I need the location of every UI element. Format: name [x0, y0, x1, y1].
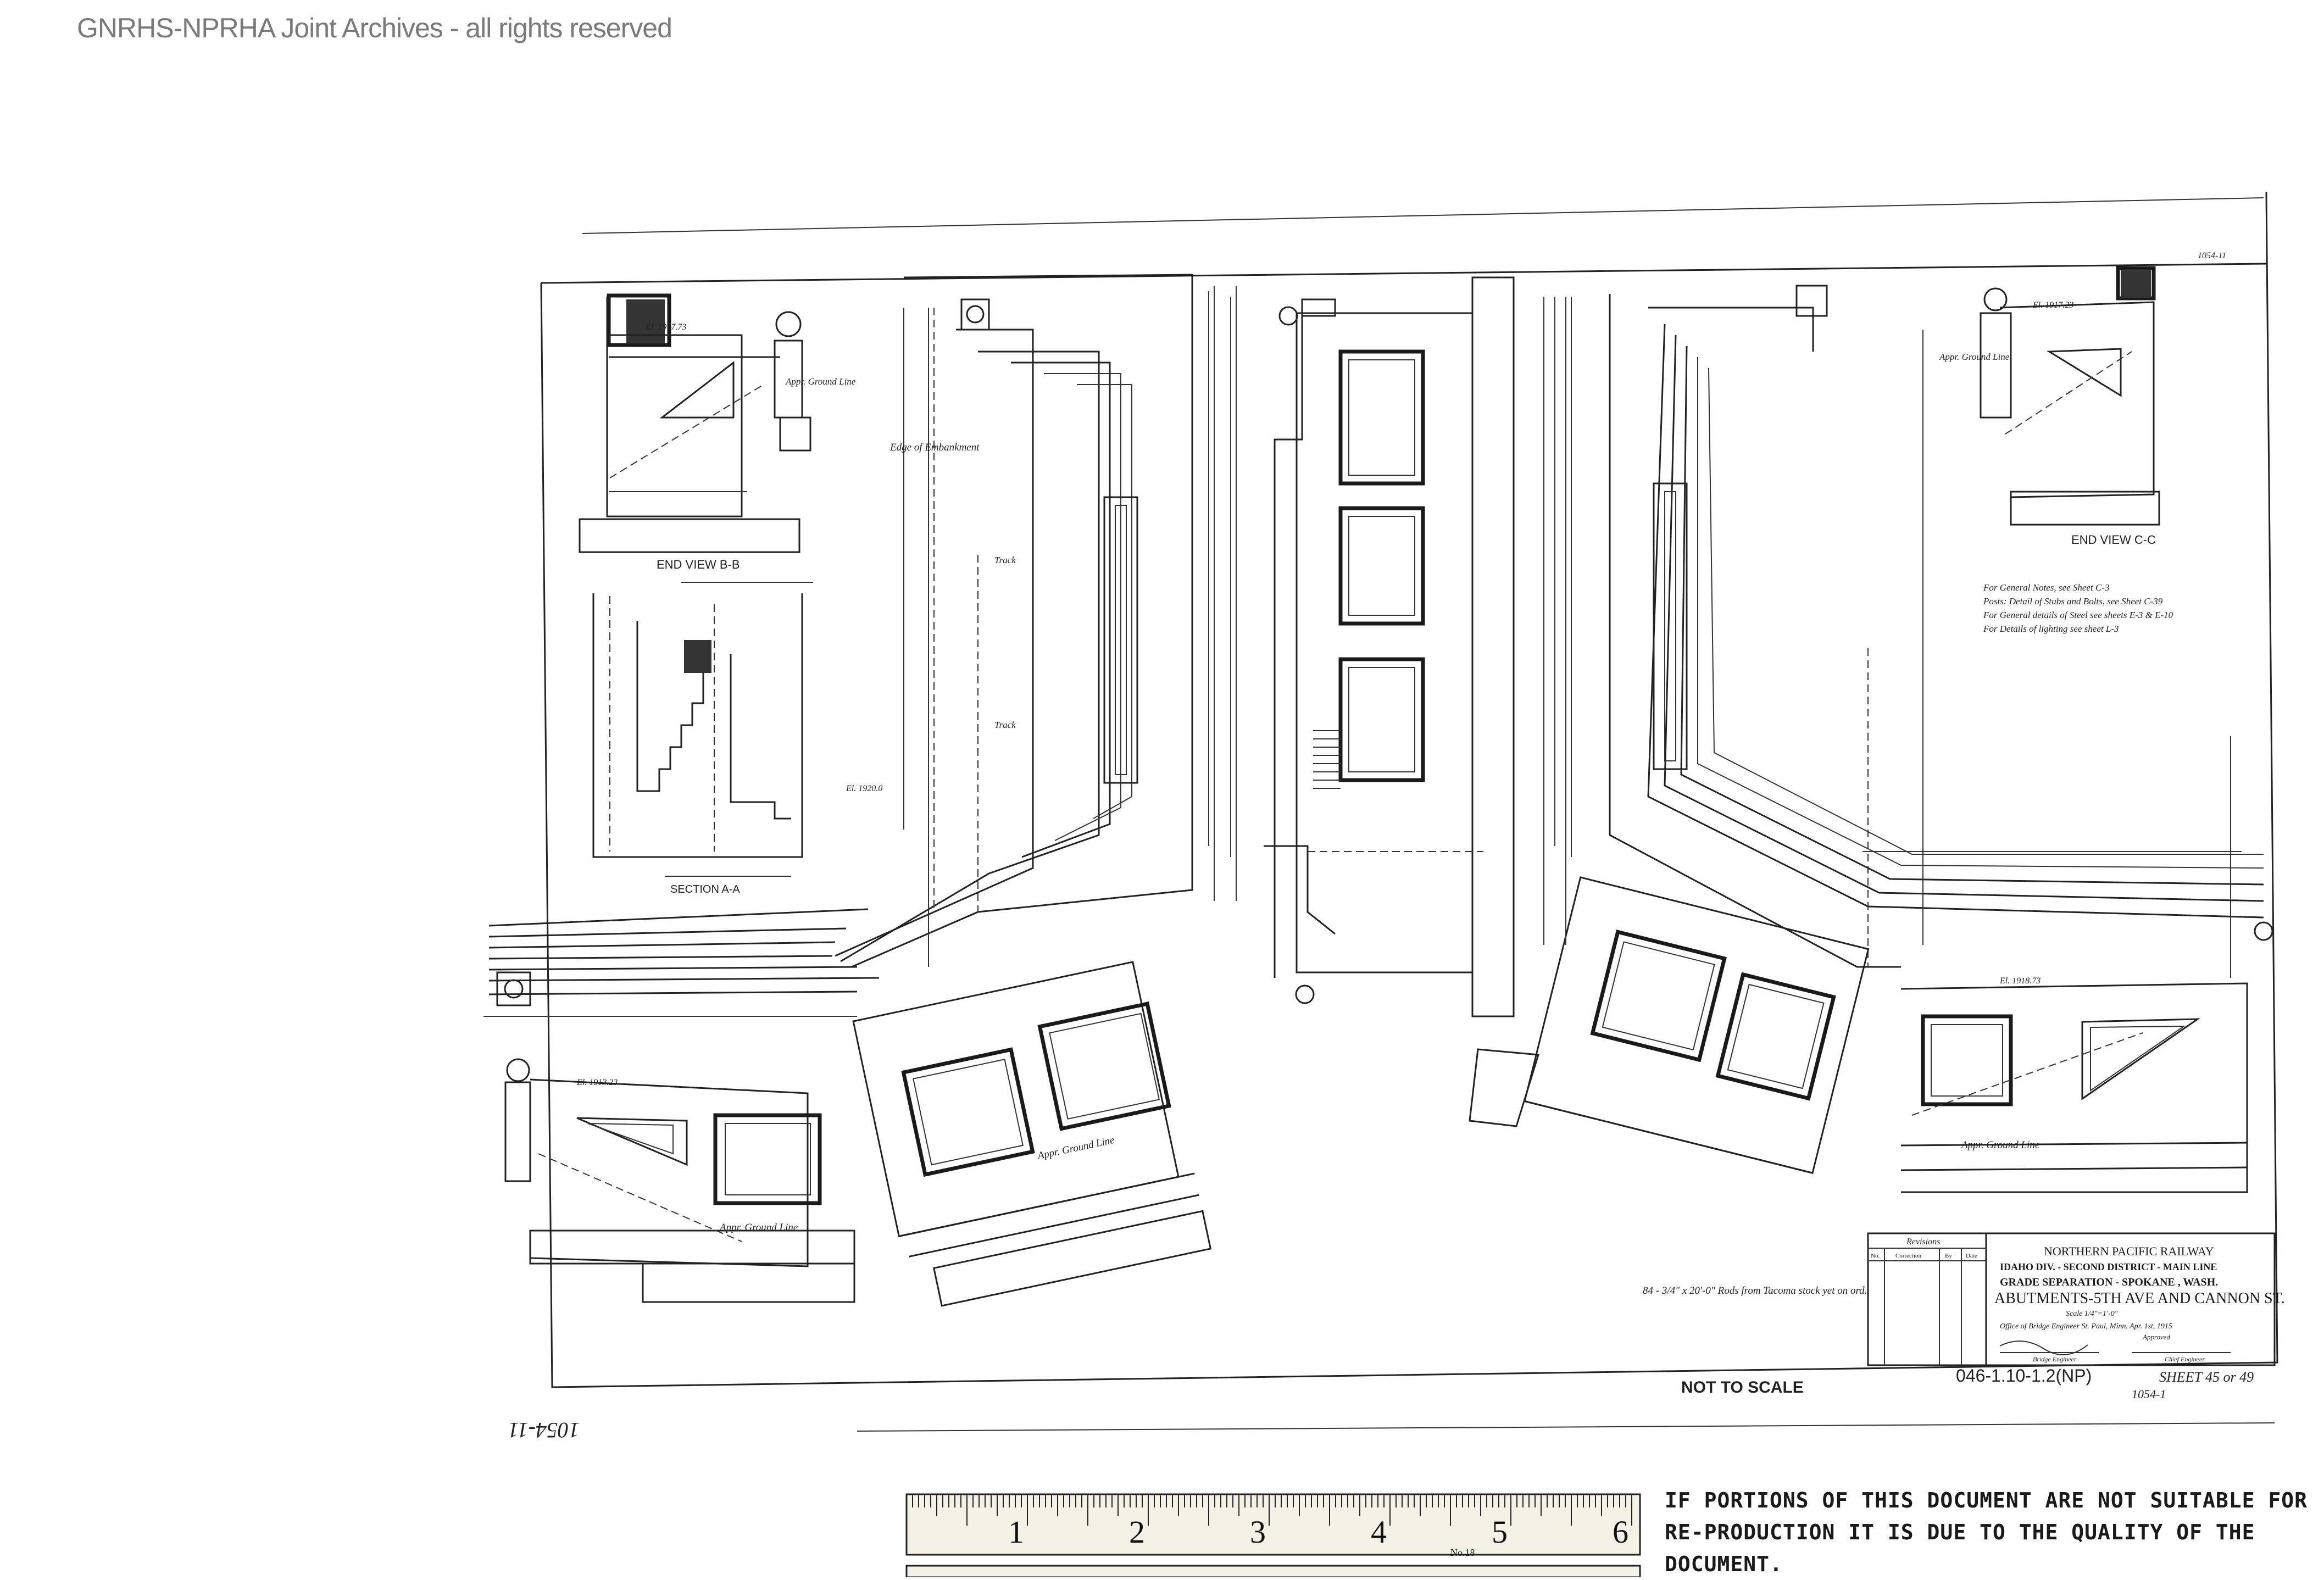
rods-note: 84 - 3/4" x 20'-0" Rods from Tacoma stoc… — [1643, 1285, 1867, 1297]
track-label-1: Track — [994, 555, 1016, 565]
elevation-label-5: El. 1918.73 — [1999, 976, 2041, 986]
note-line-1: For General Notes, see Sheet C-3 — [1983, 582, 2109, 593]
measuring-ruler: 1 2 3 4 5 6 No.18 — [905, 1493, 1641, 1577]
appr-ground-line-cc: Appr. Ground Line — [1939, 352, 2010, 362]
general-notes: For General Notes, see Sheet C-3 Posts: … — [1983, 582, 2173, 634]
appr-ground-line-mid: Appr. Ground Line — [1036, 1134, 1116, 1162]
end-view-cc-label: END VIEW C-C — [2071, 533, 2156, 547]
dimension-lines — [681, 286, 2242, 978]
ruler-num-1: 1 — [1008, 1514, 1024, 1550]
appr-ground-line-left: Appr. Ground Line — [719, 1222, 798, 1233]
top-ref: 1054-11 — [2198, 251, 2226, 260]
tb-bridge-engineer: Bridge Engineer — [2033, 1355, 2077, 1363]
lower-left-elevation — [504, 1058, 855, 1303]
appr-ground-line-right: Appr. Ground Line — [1960, 1139, 2039, 1151]
elevation-label-1: El. 1917.73 — [645, 322, 686, 332]
left-rotated-wing — [852, 961, 1212, 1307]
section-aa-drawing: SECTION A-A — [592, 593, 803, 895]
ruler-num-5: 5 — [1492, 1514, 1508, 1550]
tb-project: GRADE SEPARATION - SPOKANE , WASH. — [2000, 1276, 2218, 1288]
tb-title: ABUTMENTS-5TH AVE AND CANNON ST. — [1994, 1290, 2285, 1307]
tb-railway: NORTHERN PACIFIC RAILWAY — [2044, 1244, 2214, 1258]
tb-approved: Approved — [2142, 1333, 2171, 1341]
elevation-label-4: El. 1920.0 — [846, 784, 882, 793]
ruler-num-4: 4 — [1371, 1514, 1387, 1550]
revisions-col-correction: Correction — [1895, 1253, 1922, 1259]
sheet-number: SHEET 45 or 49 — [2159, 1369, 2254, 1385]
note-line-4: For Details of lighting see sheet L-3 — [1983, 624, 2119, 634]
revisions-col-by: By — [1945, 1253, 1952, 1259]
appr-ground-line-bb: Appr. Ground Line — [785, 376, 856, 387]
end-view-cc-drawing: END VIEW C-C — [1980, 266, 2160, 547]
tb-division: IDAHO DIV. - SECOND DISTRICT - MAIN LINE — [2000, 1261, 2217, 1272]
title-block: Revisions No. Correction By Date NORTHER… — [1867, 1232, 2285, 1366]
side-ref: 1054-11 — [508, 1418, 580, 1443]
drawing-number: 046-1.10-1.2(NP) — [1956, 1366, 2092, 1386]
sheet-ref: 1054-1 — [2132, 1387, 2166, 1401]
section-aa-label: SECTION A-A — [670, 883, 740, 895]
left-abutment-plan — [835, 274, 1231, 968]
centre-pier — [1264, 276, 1515, 1017]
end-view-bb-label: END VIEW B-B — [657, 558, 740, 571]
right-wing-footing — [1469, 1048, 1539, 1127]
elevation-label-2: El. 1913.23 — [576, 1078, 618, 1087]
tb-office: Office of Bridge Engineer St. Paul, Minn… — [2000, 1322, 2172, 1331]
ruler-brand: No.18 — [1450, 1547, 1475, 1558]
sheet-border — [540, 192, 2278, 1432]
reproduction-notice: IF PORTIONS OF THIS DOCUMENT ARE NOT SUI… — [1665, 1488, 2308, 1576]
note-line-3: For General details of Steel see sheets … — [1983, 610, 2173, 620]
end-view-bb-drawing: END VIEW B-B — [579, 293, 811, 571]
right-abutment-plan — [1554, 285, 2273, 968]
right-rotated-wing — [1524, 876, 1870, 1174]
archive-watermark: GNRHS-NPRHA Joint Archives - all rights … — [77, 13, 672, 43]
edge-embankment-label: Edge of Embankment — [889, 442, 980, 453]
revisions-col-no: No. — [1871, 1253, 1880, 1259]
ruler-num-2: 2 — [1129, 1514, 1145, 1550]
lower-right-elevation — [1900, 982, 2248, 1193]
ruler-num-3: 3 — [1250, 1514, 1266, 1550]
ruler-num-6: 6 — [1613, 1514, 1628, 1550]
track-label-2: Track — [994, 720, 1016, 730]
not-to-scale-label: NOT TO SCALE — [1681, 1378, 1804, 1397]
elevation-label-3: El. 1917.23 — [2032, 301, 2073, 310]
revisions-col-date: Date — [1966, 1253, 1977, 1259]
note-line-2: Posts: Detail of Stubs and Bolts, see Sh… — [1983, 596, 2163, 607]
left-approach-walls — [483, 908, 880, 1017]
tb-scale: Scale 1/4"=1'-0" — [2066, 1310, 2118, 1318]
tb-chief-engineer: Chief Engineer — [2165, 1355, 2205, 1363]
revisions-header: Revisions — [1906, 1237, 1940, 1247]
